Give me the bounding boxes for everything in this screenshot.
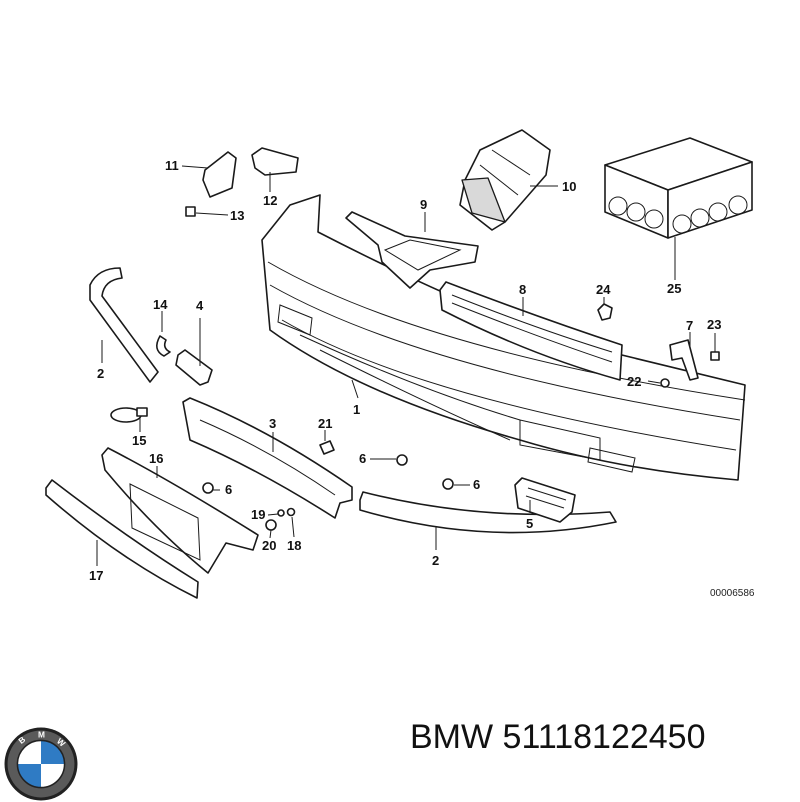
svg-text:M: M bbox=[38, 729, 45, 739]
tow-eye bbox=[110, 407, 148, 423]
screw-18 bbox=[286, 507, 296, 517]
grille-panel bbox=[439, 281, 623, 381]
svg-text:B: B bbox=[16, 734, 27, 746]
bracket-12 bbox=[251, 147, 299, 176]
callout-12: 12 bbox=[263, 193, 277, 208]
clip-21 bbox=[319, 440, 335, 455]
part-number-text: BMW 51118122450 bbox=[410, 718, 706, 756]
nut-23 bbox=[710, 351, 720, 361]
callout-24: 24 bbox=[596, 282, 611, 297]
callout-6b: 6 bbox=[359, 451, 366, 466]
nut-13 bbox=[185, 206, 196, 217]
styrofoam-box bbox=[604, 137, 753, 239]
plate-holder bbox=[101, 447, 259, 574]
callout-10: 10 bbox=[562, 179, 576, 194]
callout-1: 1 bbox=[353, 402, 360, 417]
callout-19: 19 bbox=[251, 507, 265, 522]
air-guide-9 bbox=[345, 211, 479, 289]
nut-20 bbox=[265, 519, 277, 531]
screw-22 bbox=[660, 378, 670, 388]
bracket-11 bbox=[202, 151, 237, 198]
air-duct-10 bbox=[459, 129, 551, 231]
clip-6c bbox=[442, 478, 454, 490]
footer: B M W BMW 51118122450 bbox=[0, 712, 800, 801]
callout-2-left: 2 bbox=[97, 366, 104, 381]
callout-8: 8 bbox=[519, 282, 526, 297]
callout-20: 20 bbox=[262, 538, 276, 553]
callout-15: 15 bbox=[132, 433, 146, 448]
callout-labels: 1 2 2 3 4 5 6 6 6 7 8 9 10 11 12 13 14 1… bbox=[89, 158, 721, 583]
callout-25: 25 bbox=[667, 281, 681, 296]
callout-16: 16 bbox=[149, 451, 163, 466]
bmw-logo-icon: B M W bbox=[4, 727, 78, 801]
callout-11: 11 bbox=[165, 158, 179, 173]
callout-6c: 6 bbox=[473, 477, 480, 492]
lower-strip-17 bbox=[45, 479, 199, 599]
callout-21: 21 bbox=[318, 416, 332, 431]
clip-6a bbox=[202, 482, 214, 494]
callout-17: 17 bbox=[89, 568, 103, 583]
callout-14: 14 bbox=[153, 297, 168, 312]
screw-19 bbox=[277, 509, 285, 517]
bracket-4 bbox=[175, 349, 213, 386]
callout-18: 18 bbox=[287, 538, 301, 553]
diagram-reference-code: 00006586 bbox=[710, 588, 755, 599]
callout-7: 7 bbox=[686, 318, 693, 333]
callout-3: 3 bbox=[269, 416, 276, 431]
callout-2-lower: 2 bbox=[432, 553, 439, 568]
bracket-7 bbox=[669, 339, 699, 381]
clip-14 bbox=[156, 335, 171, 357]
callout-5: 5 bbox=[526, 516, 533, 531]
trim-strip-lower bbox=[359, 491, 617, 534]
clip-6b bbox=[396, 454, 408, 466]
leader-lines bbox=[96, 165, 716, 566]
callout-6a: 6 bbox=[225, 482, 232, 497]
callout-9: 9 bbox=[420, 197, 427, 212]
trim-strip-left bbox=[89, 267, 159, 383]
callout-22: 22 bbox=[627, 374, 641, 389]
callout-13: 13 bbox=[230, 208, 244, 223]
callout-23: 23 bbox=[707, 317, 721, 332]
callout-4: 4 bbox=[196, 298, 204, 313]
reinforcement-bar bbox=[182, 397, 353, 519]
nut-24 bbox=[597, 303, 613, 321]
